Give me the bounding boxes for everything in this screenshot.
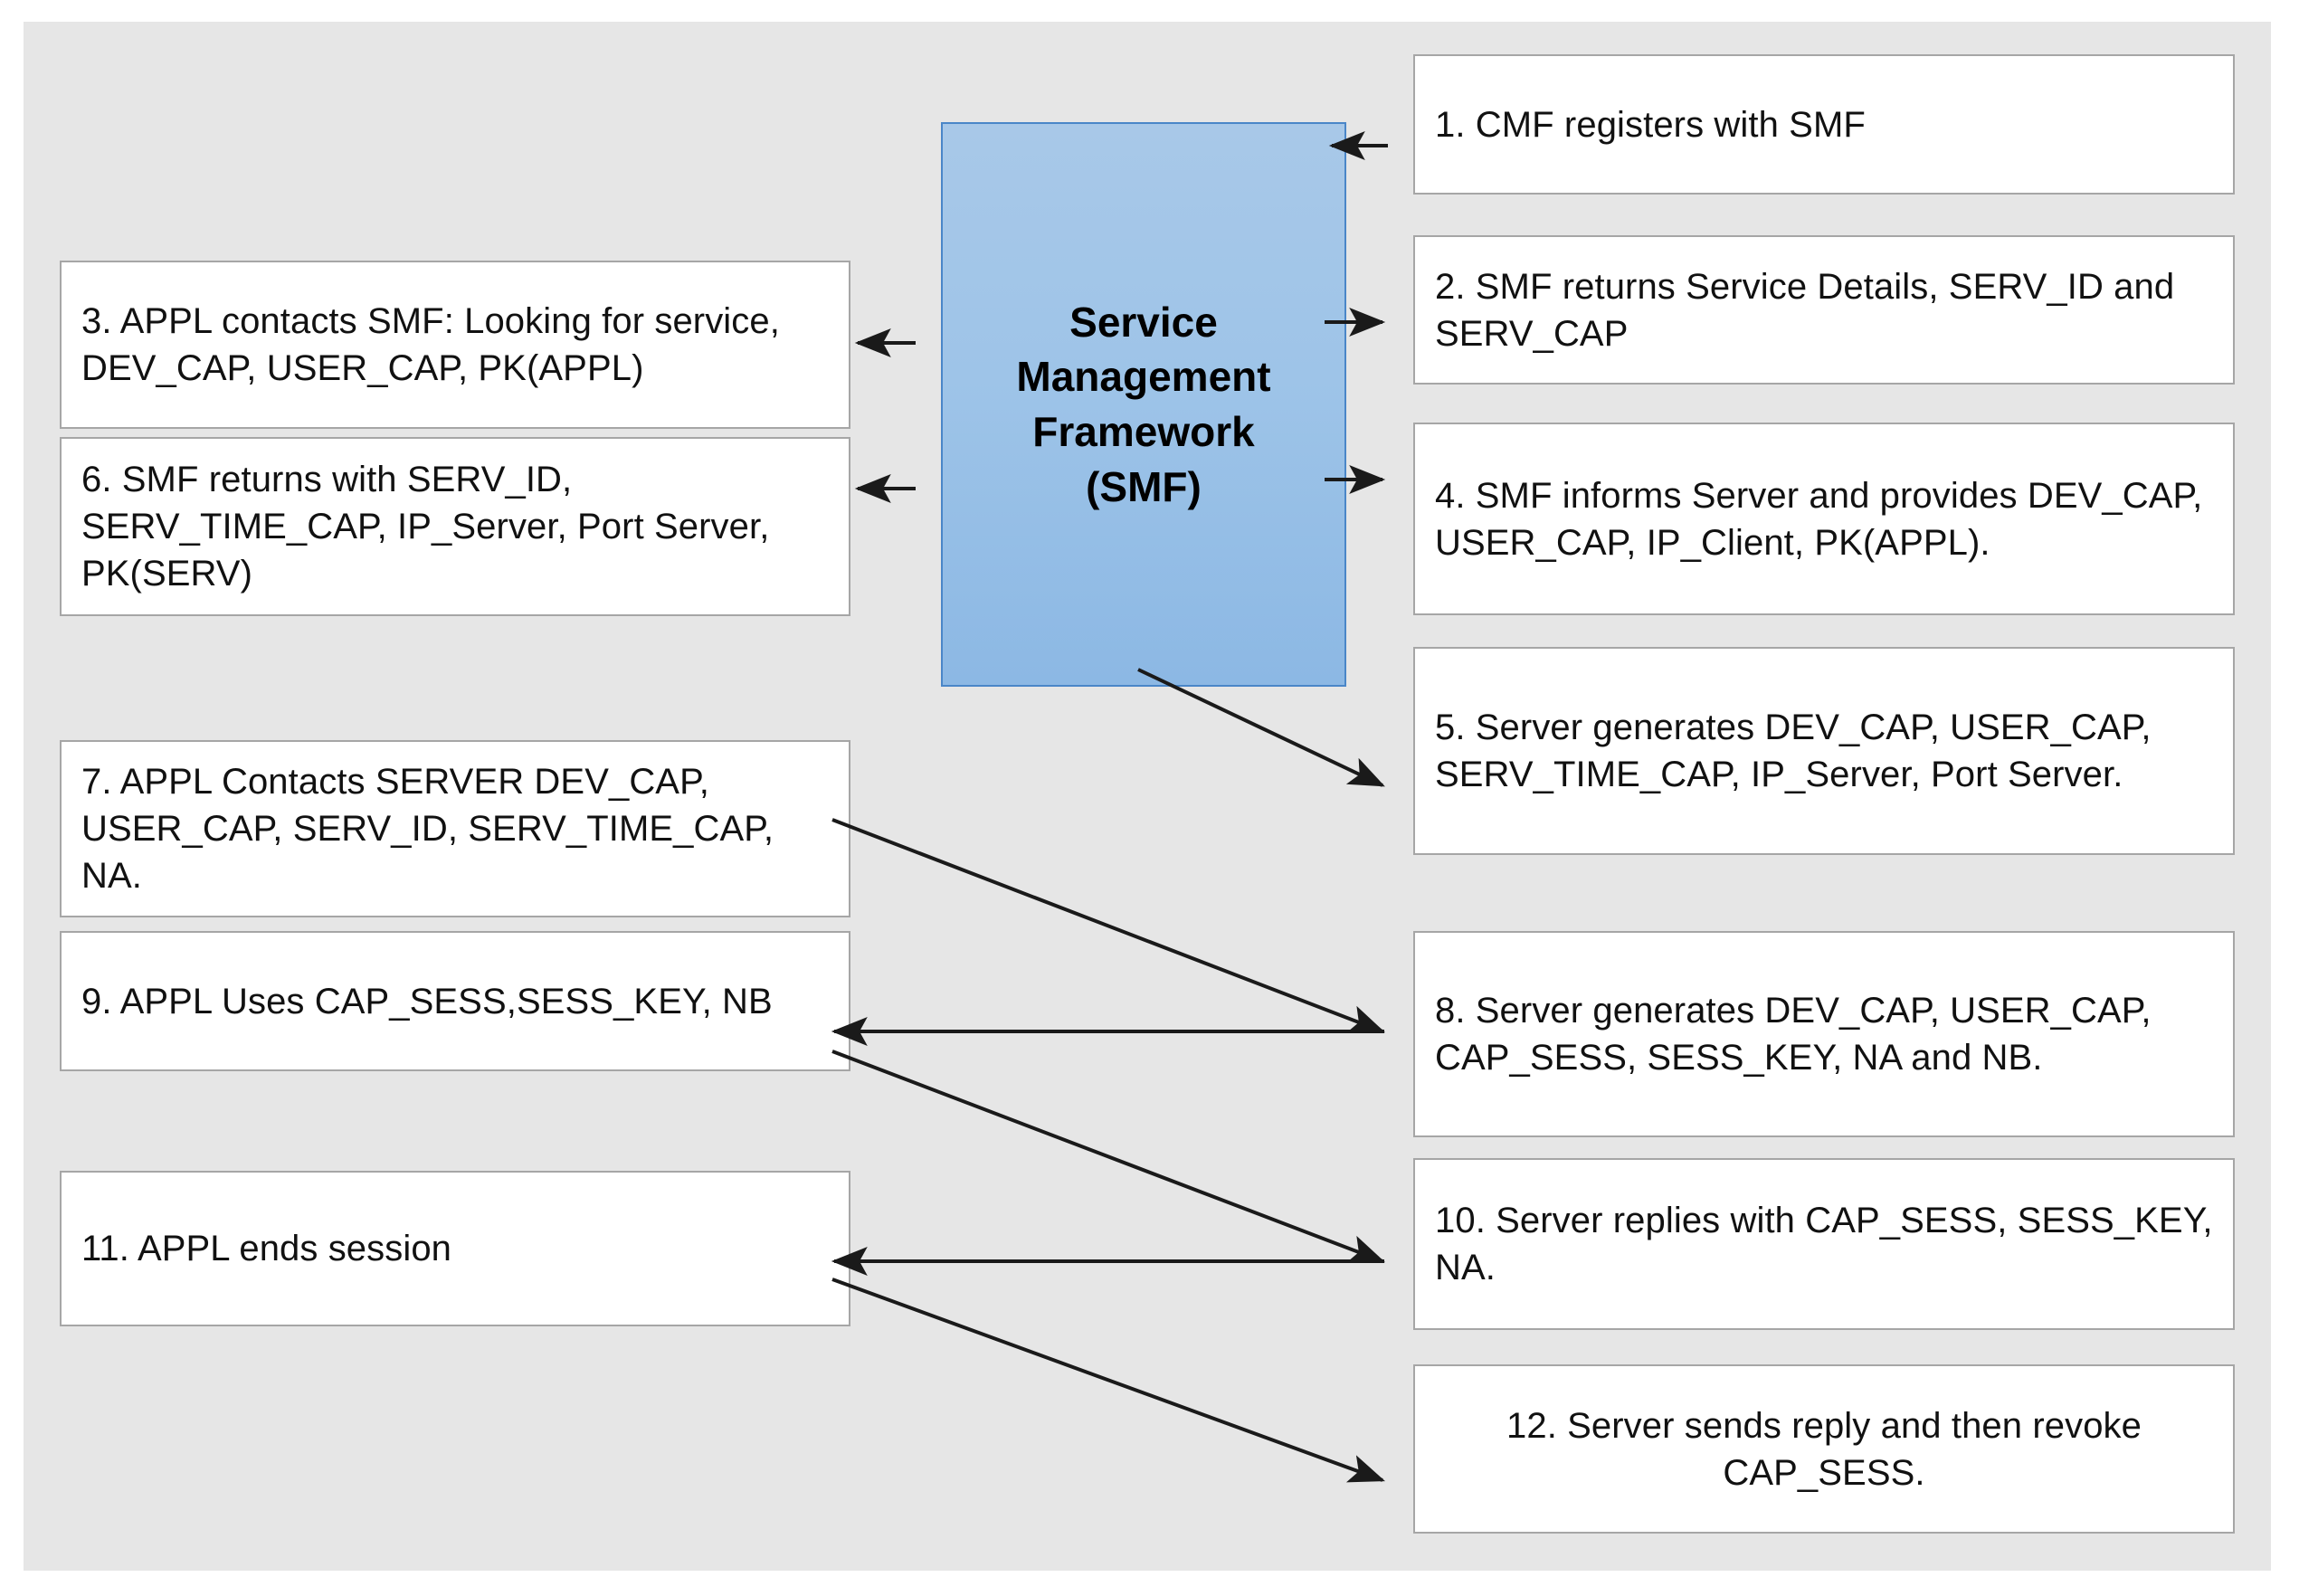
- node-step-4-label: 4. SMF informs Server and provides DEV_C…: [1435, 475, 2203, 563]
- node-step-6-label: 6. SMF returns with SERV_ID, SERV_TIME_C…: [81, 460, 770, 594]
- smf-line-3: Framework: [1032, 408, 1255, 455]
- node-smf-label: Service Management Framework (SMF): [1016, 295, 1270, 515]
- node-step-9[interactable]: 9. APPL Uses CAP_SESS,SESS_KEY, NB: [60, 931, 850, 1071]
- node-step-3[interactable]: 3. APPL contacts SMF: Looking for servic…: [60, 261, 850, 429]
- node-smf[interactable]: Service Management Framework (SMF): [941, 122, 1346, 687]
- node-step-8[interactable]: 8. Server generates DEV_CAP, USER_CAP, C…: [1413, 931, 2235, 1137]
- node-step-5-label: 5. Server generates DEV_CAP, USER_CAP, S…: [1435, 708, 2152, 794]
- node-step-9-label: 9. APPL Uses CAP_SESS,SESS_KEY, NB: [81, 981, 773, 1021]
- smf-line-1: Service: [1069, 298, 1218, 346]
- node-step-2-label: 2. SMF returns Service Details, SERV_ID …: [1435, 266, 2175, 354]
- node-step-11-label: 11. APPL ends session: [81, 1229, 452, 1268]
- node-step-12-label: 12. Server sends reply and then revoke C…: [1506, 1405, 2142, 1493]
- diagram-canvas: Service Management Framework (SMF) 3. AP…: [24, 22, 2271, 1571]
- node-step-3-label: 3. APPL contacts SMF: Looking for servic…: [81, 301, 780, 388]
- node-step-8-label: 8. Server generates DEV_CAP, USER_CAP, C…: [1435, 991, 2152, 1078]
- node-step-11[interactable]: 11. APPL ends session: [60, 1171, 850, 1326]
- node-step-4[interactable]: 4. SMF informs Server and provides DEV_C…: [1413, 423, 2235, 615]
- node-step-1-label: 1. CMF registers with SMF: [1435, 104, 1866, 145]
- node-step-6[interactable]: 6. SMF returns with SERV_ID, SERV_TIME_C…: [60, 437, 850, 616]
- node-step-10-label: 10. Server replies with CAP_SESS, SESS_K…: [1435, 1201, 2213, 1287]
- node-step-2[interactable]: 2. SMF returns Service Details, SERV_ID …: [1413, 235, 2235, 385]
- node-step-12[interactable]: 12. Server sends reply and then revoke C…: [1413, 1364, 2235, 1534]
- node-step-7-label: 7. APPL Contacts SERVER DEV_CAP, USER_CA…: [81, 762, 774, 896]
- node-step-10[interactable]: 10. Server replies with CAP_SESS, SESS_K…: [1413, 1158, 2235, 1330]
- node-step-1[interactable]: 1. CMF registers with SMF: [1413, 54, 2235, 195]
- node-step-7[interactable]: 7. APPL Contacts SERVER DEV_CAP, USER_CA…: [60, 740, 850, 917]
- node-step-5[interactable]: 5. Server generates DEV_CAP, USER_CAP, S…: [1413, 647, 2235, 855]
- smf-line-2: Management: [1016, 353, 1271, 401]
- smf-line-4: (SMF): [1086, 462, 1202, 510]
